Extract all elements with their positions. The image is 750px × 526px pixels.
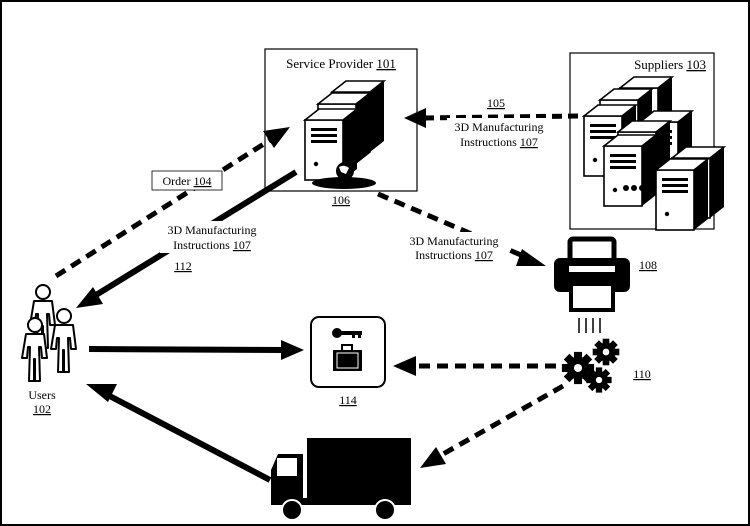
svg-text:Order 104: Order 104 — [163, 174, 212, 188]
arrow-gears-to-truck — [420, 383, 565, 468]
gears-ref: 110 — [633, 367, 651, 381]
arrow-gears-to-product — [393, 356, 556, 376]
key-icon — [332, 328, 362, 338]
svg-text:Instructions 107: Instructions 107 — [415, 248, 493, 262]
service-provider-label: Service Provider 101 — [286, 56, 396, 71]
svg-text:3D Manufacturing: 3D Manufacturing — [168, 223, 257, 237]
users-label: Users — [28, 388, 56, 402]
instructions-to-printer-label: 3D Manufacturing Instructions 107 — [402, 232, 506, 264]
product-box — [310, 316, 386, 388]
truck-icon — [271, 438, 411, 521]
order-arrow — [54, 127, 290, 279]
product-ref: 114 — [339, 393, 357, 407]
svg-text:Instructions 107: Instructions 107 — [173, 238, 251, 252]
svg-text:3D Manufacturing: 3D Manufacturing — [410, 234, 499, 248]
service-provider-servers-icon — [304, 80, 385, 189]
suitcase-icon — [333, 344, 362, 371]
arrow-105-ref: 105 — [487, 96, 505, 110]
arrow-users-to-product — [88, 340, 304, 360]
arrow-105 — [404, 108, 579, 128]
printer-ref: 108 — [639, 258, 657, 272]
order-label: Order 104 — [151, 170, 223, 191]
printer-icon — [554, 236, 630, 333]
arrow-truck-to-users — [86, 384, 272, 483]
svg-text:Instructions 107: Instructions 107 — [460, 135, 538, 149]
supplier-servers-icon — [583, 76, 725, 231]
suppliers-label: Suppliers 103 — [634, 57, 706, 72]
server-ref-label: 106 — [332, 193, 350, 207]
arrow-112-ref: 112 — [174, 259, 192, 273]
users-ref: 102 — [33, 402, 51, 416]
instructions-to-users-label: 3D Manufacturing Instructions 107 — [160, 221, 264, 253]
svg-text:3D Manufacturing: 3D Manufacturing — [455, 120, 544, 134]
instructions-from-suppliers-label: 3D Manufacturing Instructions 107 — [447, 118, 551, 151]
